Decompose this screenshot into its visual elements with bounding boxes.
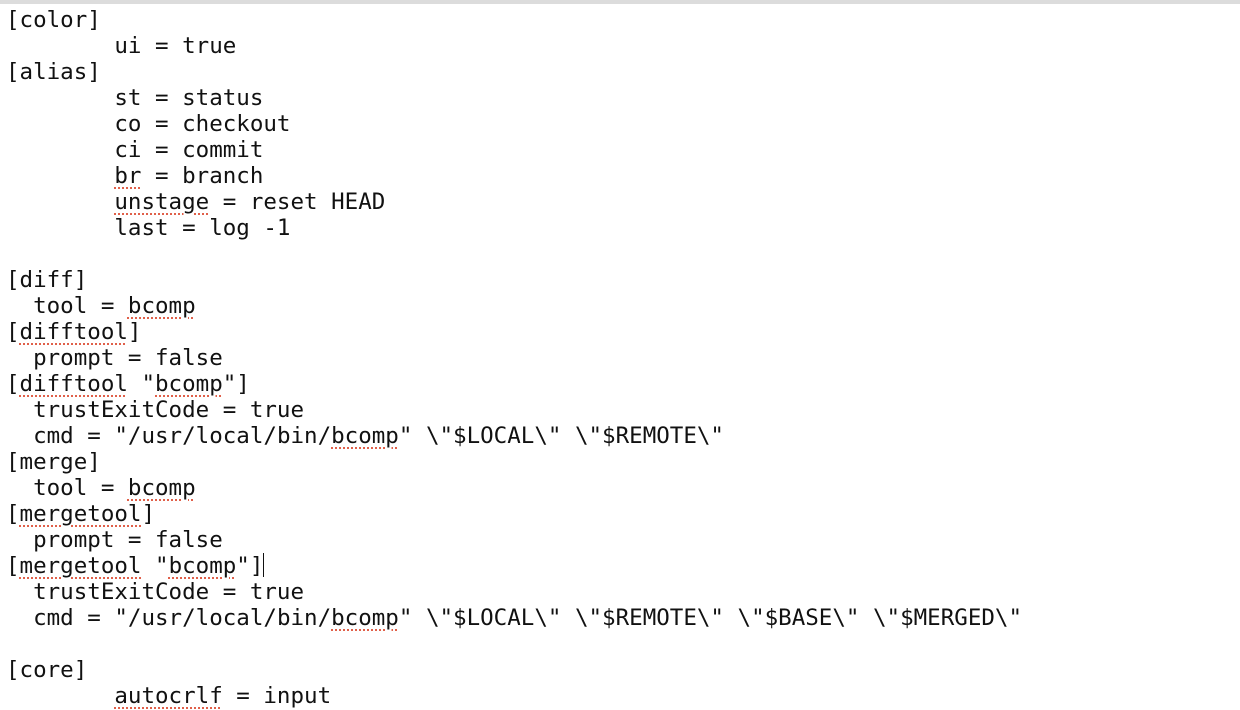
misspelled-word: bcomp [127, 475, 196, 501]
misspelled-word: autocrlf [114, 683, 223, 709]
misspelled-word: br [114, 163, 142, 189]
misspelled-word: bcomp [127, 293, 196, 319]
misspelled-word: mergetool [19, 501, 142, 527]
code-line[interactable]: [core] [6, 657, 88, 683]
code-line[interactable]: [alias] [6, 59, 101, 85]
code-line[interactable]: prompt = false [33, 527, 223, 553]
code-line[interactable]: [difftool "bcomp"] [6, 371, 250, 397]
code-line[interactable]: cmd = "/usr/local/bin/bcomp" \"$LOCAL\" … [33, 605, 1023, 631]
code-line[interactable]: trustExitCode = true [33, 397, 305, 423]
code-line[interactable]: ui = true [114, 33, 237, 59]
code-line[interactable]: [mergetool] [6, 501, 156, 527]
code-line[interactable]: unstage = reset HEAD [114, 189, 386, 215]
code-line[interactable]: [difftool] [6, 319, 142, 345]
text-area[interactable]: [color] ui = true [alias] st = status co … [0, 4, 1240, 710]
code-line[interactable]: cmd = "/usr/local/bin/bcomp" \"$LOCAL\" … [33, 423, 724, 449]
code-line[interactable]: ci = commit [114, 137, 264, 163]
code-line[interactable]: prompt = false [33, 345, 223, 371]
text-caret [263, 553, 265, 577]
code-line[interactable]: br = branch [114, 163, 264, 189]
misspelled-word: unstage [114, 189, 210, 215]
misspelled-word: difftool [19, 319, 128, 345]
code-line[interactable]: [merge] [6, 449, 101, 475]
code-line[interactable]: [diff] [6, 267, 88, 293]
code-line[interactable]: co = checkout [114, 111, 291, 137]
misspelled-word: mergetool [19, 553, 142, 579]
misspelled-word: bcomp [331, 605, 399, 631]
code-line[interactable]: last = log -1 [114, 215, 291, 241]
code-line[interactable]: tool = bcomp [33, 475, 196, 501]
misspelled-word: bcomp [331, 423, 399, 449]
code-line[interactable]: [mergetool "bcomp"] [6, 553, 265, 579]
misspelled-word: bcomp [168, 553, 237, 579]
misspelled-word: bcomp [155, 371, 223, 397]
code-line[interactable]: tool = bcomp [33, 293, 196, 319]
code-line[interactable]: autocrlf = input [114, 683, 332, 709]
code-line[interactable]: st = status [114, 85, 264, 111]
code-line[interactable]: [color] [6, 7, 101, 33]
misspelled-word: difftool [19, 371, 128, 397]
code-line[interactable]: trustExitCode = true [33, 579, 305, 605]
